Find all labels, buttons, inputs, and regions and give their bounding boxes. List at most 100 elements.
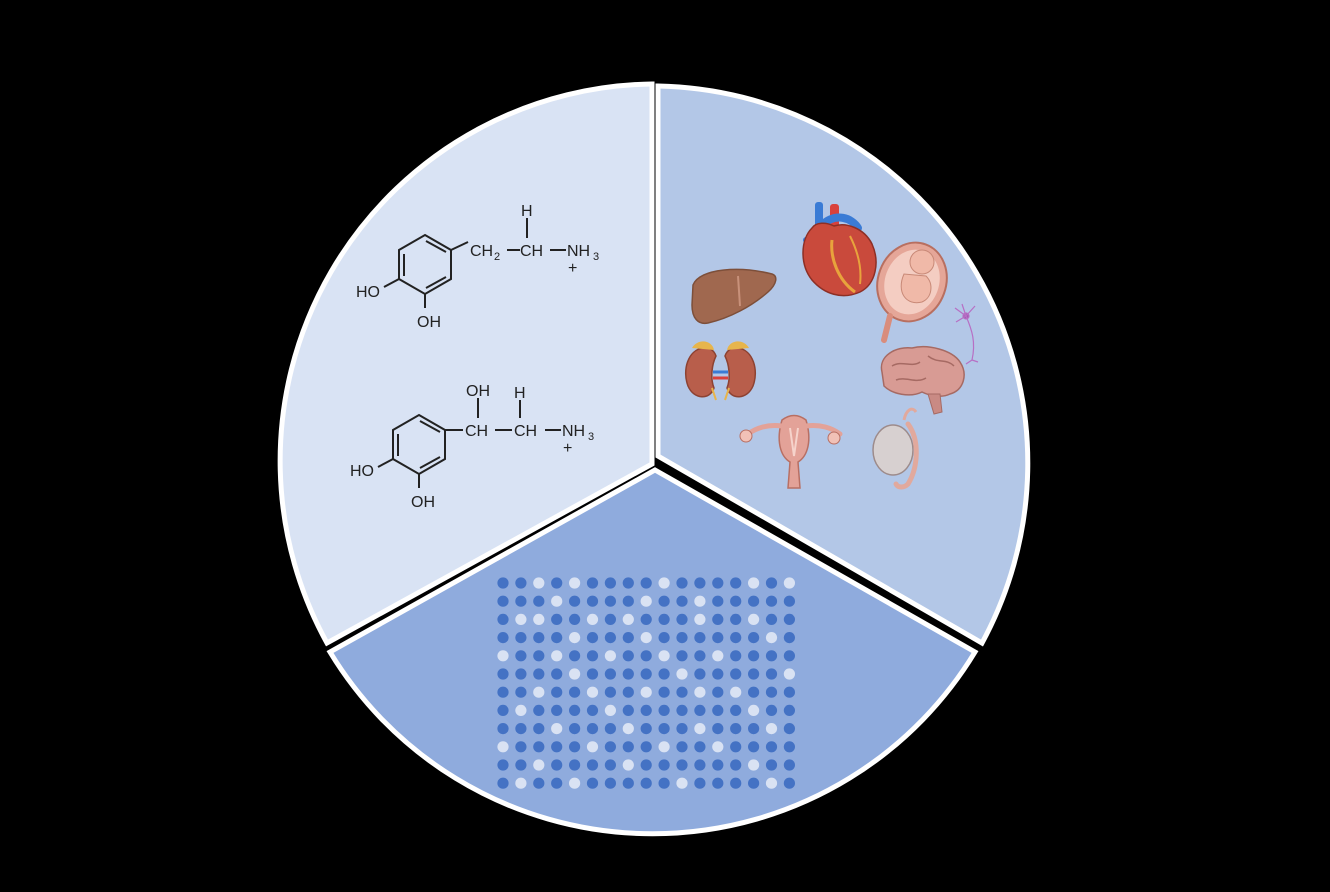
- array-spot: [694, 759, 706, 771]
- uterus-icon: [739, 414, 843, 489]
- array-spot: [658, 704, 670, 717]
- array-spot: [730, 650, 742, 662]
- array-spot: [783, 686, 796, 698]
- array-spot: [658, 686, 670, 698]
- array-spot: [676, 686, 688, 698]
- array-spot: [712, 723, 724, 735]
- sector-target-organs: [655, 83, 1031, 647]
- molecule-norepinephrine-labels: HO OH OH CH CH H NH 3 +: [350, 383, 594, 511]
- array-spot: [730, 759, 742, 771]
- array-spot: [586, 650, 599, 662]
- array-spot: [712, 632, 724, 644]
- array-spot: [765, 777, 778, 789]
- array-spot: [694, 686, 706, 698]
- array-spot: [604, 613, 617, 626]
- array-spot: [533, 577, 545, 589]
- label-nh3-subscript: 3: [588, 431, 594, 443]
- kidneys-icon: [684, 341, 757, 401]
- array-spot: [533, 595, 545, 607]
- array-spot: [748, 613, 760, 626]
- array-spot: [765, 632, 778, 644]
- array-spot: [640, 613, 652, 626]
- label-ch-2: CH: [514, 423, 537, 440]
- label-oh-top: OH: [466, 383, 490, 400]
- array-spot: [676, 777, 688, 789]
- array-spot: [783, 704, 796, 717]
- array-spot: [658, 668, 670, 680]
- array-spot: [748, 759, 760, 771]
- array-spot: [712, 777, 724, 789]
- array-spot: [604, 723, 617, 735]
- array-spot: [676, 650, 688, 662]
- array-spot: [676, 668, 688, 680]
- array-spot: [640, 741, 652, 753]
- array-spot: [783, 723, 796, 735]
- array-spot: [515, 759, 527, 771]
- label-nh3: NH: [562, 423, 585, 440]
- array-spot: [748, 668, 760, 680]
- array-spot: [533, 650, 545, 662]
- label-ch-1: CH: [465, 423, 488, 440]
- array-spot: [765, 741, 778, 753]
- array-spot: [730, 595, 742, 607]
- array-spot: [765, 668, 778, 680]
- array-spot: [604, 777, 617, 789]
- molecule-norepinephrine: [377, 398, 561, 488]
- array-spot: [515, 686, 527, 698]
- array-spot: [551, 668, 563, 680]
- array-spot: [783, 595, 796, 607]
- array-spot: [497, 577, 509, 589]
- array-spot: [765, 759, 778, 771]
- array-spot: [783, 741, 796, 753]
- array-spot: [551, 650, 563, 662]
- liver-icon: [691, 268, 777, 325]
- label-nh3-subscript: 3: [593, 251, 599, 263]
- array-spot: [497, 686, 509, 698]
- array-spot: [569, 668, 581, 680]
- array-spot: [783, 668, 796, 680]
- array-spot: [515, 595, 527, 607]
- array-spot: [515, 741, 527, 753]
- array-spot: [551, 704, 563, 717]
- array-spot: [551, 741, 563, 753]
- array-spot: [622, 704, 634, 717]
- array-spot: [730, 686, 742, 698]
- array-spot: [497, 595, 509, 607]
- array-spot: [551, 613, 563, 626]
- array-spot: [533, 759, 545, 771]
- array-spot: [640, 777, 652, 789]
- array-spot: [765, 613, 778, 626]
- array-spot: [658, 759, 670, 771]
- array-spot: [604, 650, 617, 662]
- array-spot: [497, 668, 509, 680]
- array-spot: [765, 577, 778, 589]
- fetus-in-womb-icon: [876, 241, 948, 343]
- array-spot: [515, 704, 527, 717]
- array-spot: [658, 613, 670, 626]
- array-spot: [586, 741, 599, 753]
- array-spot: [515, 577, 527, 589]
- array-spot: [712, 759, 724, 771]
- array-spot: [533, 613, 545, 626]
- array-spot: [748, 650, 760, 662]
- array-spot: [640, 650, 652, 662]
- array-spot: [586, 686, 599, 698]
- array-spot: [730, 704, 742, 717]
- array-spot: [748, 577, 760, 589]
- array-spot: [694, 595, 706, 607]
- array-spot: [658, 577, 670, 589]
- array-spot: [586, 595, 599, 607]
- array-spot: [658, 741, 670, 753]
- array-spot: [658, 632, 670, 644]
- array-spot: [730, 577, 742, 589]
- array-spot: [658, 595, 670, 607]
- array-spot: [497, 777, 509, 789]
- label-ho: HO: [356, 284, 380, 301]
- array-spot: [497, 613, 509, 626]
- array-spot: [497, 723, 509, 735]
- heart-icon: [802, 202, 877, 297]
- array-spot: [569, 777, 581, 789]
- array-spot: [712, 595, 724, 607]
- array-spot: [569, 650, 581, 662]
- array-spot: [586, 613, 599, 626]
